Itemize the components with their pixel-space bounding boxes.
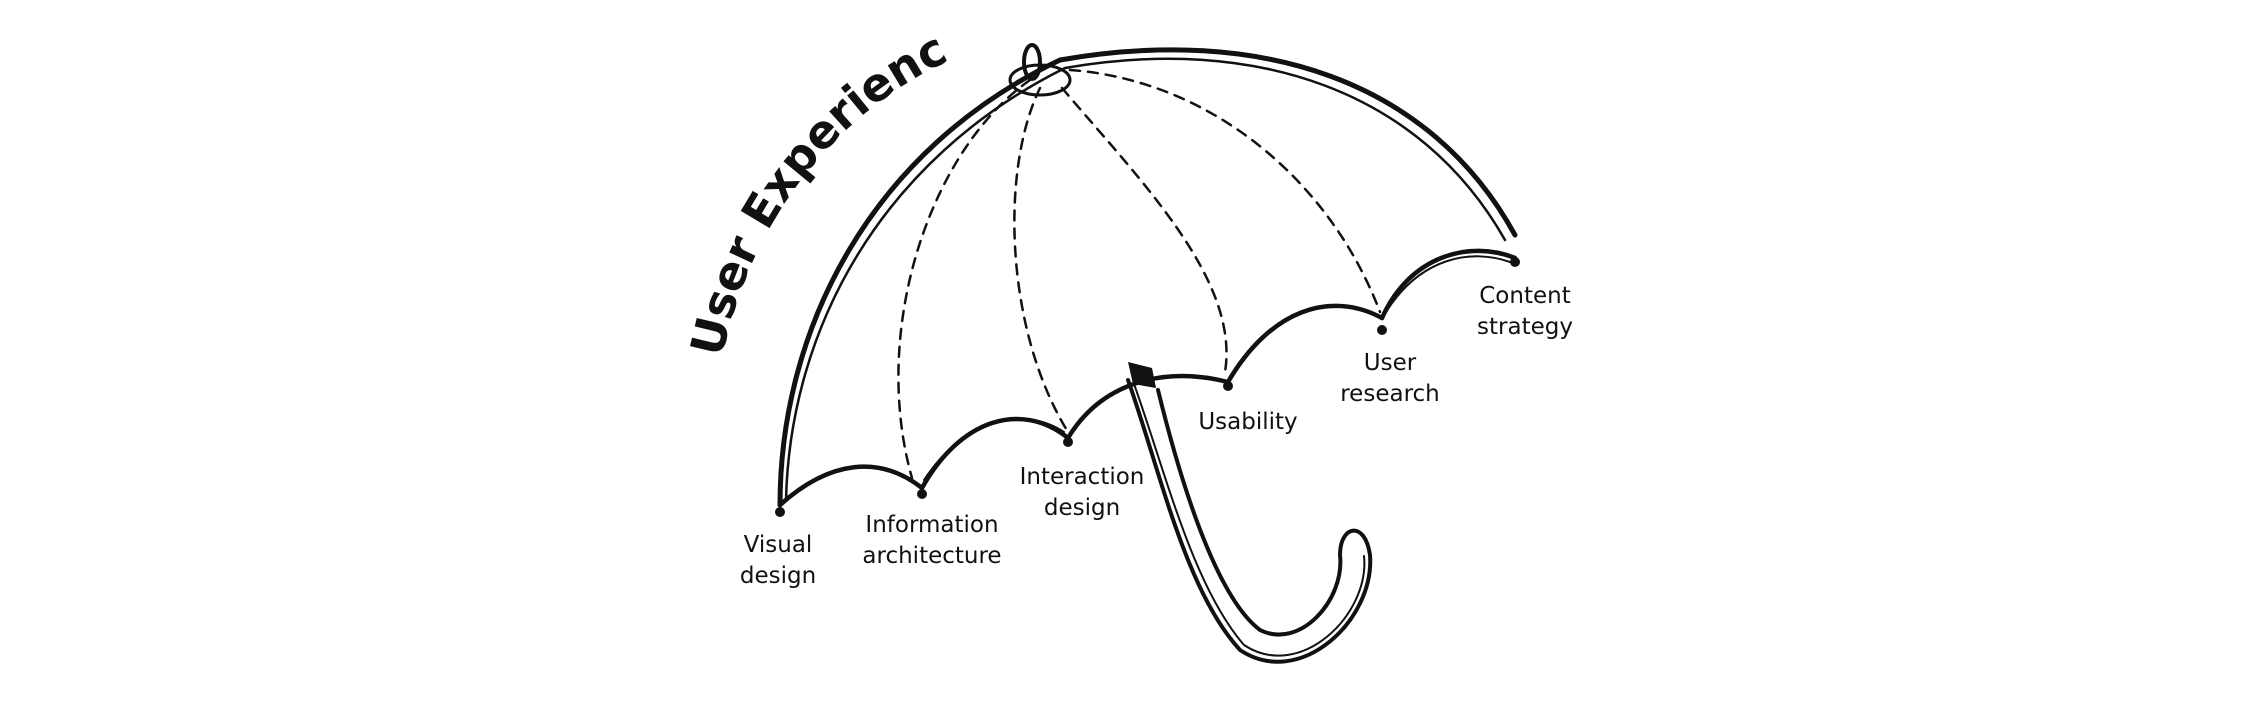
label-user-research: User research	[1340, 350, 1440, 407]
label-content: Content	[1479, 283, 1570, 309]
label-strategy: strategy	[1477, 314, 1573, 340]
label-visual-design: Visual design	[740, 532, 816, 589]
label-interaction-design: Interaction design	[1020, 464, 1145, 521]
label-design-2: design	[1044, 495, 1120, 521]
label-architecture: architecture	[862, 543, 1001, 569]
label-interaction: Interaction	[1020, 464, 1145, 490]
umbrella-handle	[1126, 362, 1373, 664]
label-information-architecture: Information architecture	[862, 512, 1001, 569]
label-design: design	[740, 563, 816, 589]
label-information: Information	[865, 512, 998, 538]
umbrella-canopy	[775, 43, 1520, 517]
label-user: User	[1364, 350, 1417, 376]
label-research: research	[1340, 381, 1440, 407]
label-visual: Visual	[744, 532, 813, 558]
label-usability-text: Usability	[1198, 409, 1297, 435]
label-usability: Usability	[1198, 409, 1297, 435]
label-content-strategy: Content strategy	[1477, 283, 1573, 340]
umbrella-title: User Experience	[0, 0, 955, 360]
